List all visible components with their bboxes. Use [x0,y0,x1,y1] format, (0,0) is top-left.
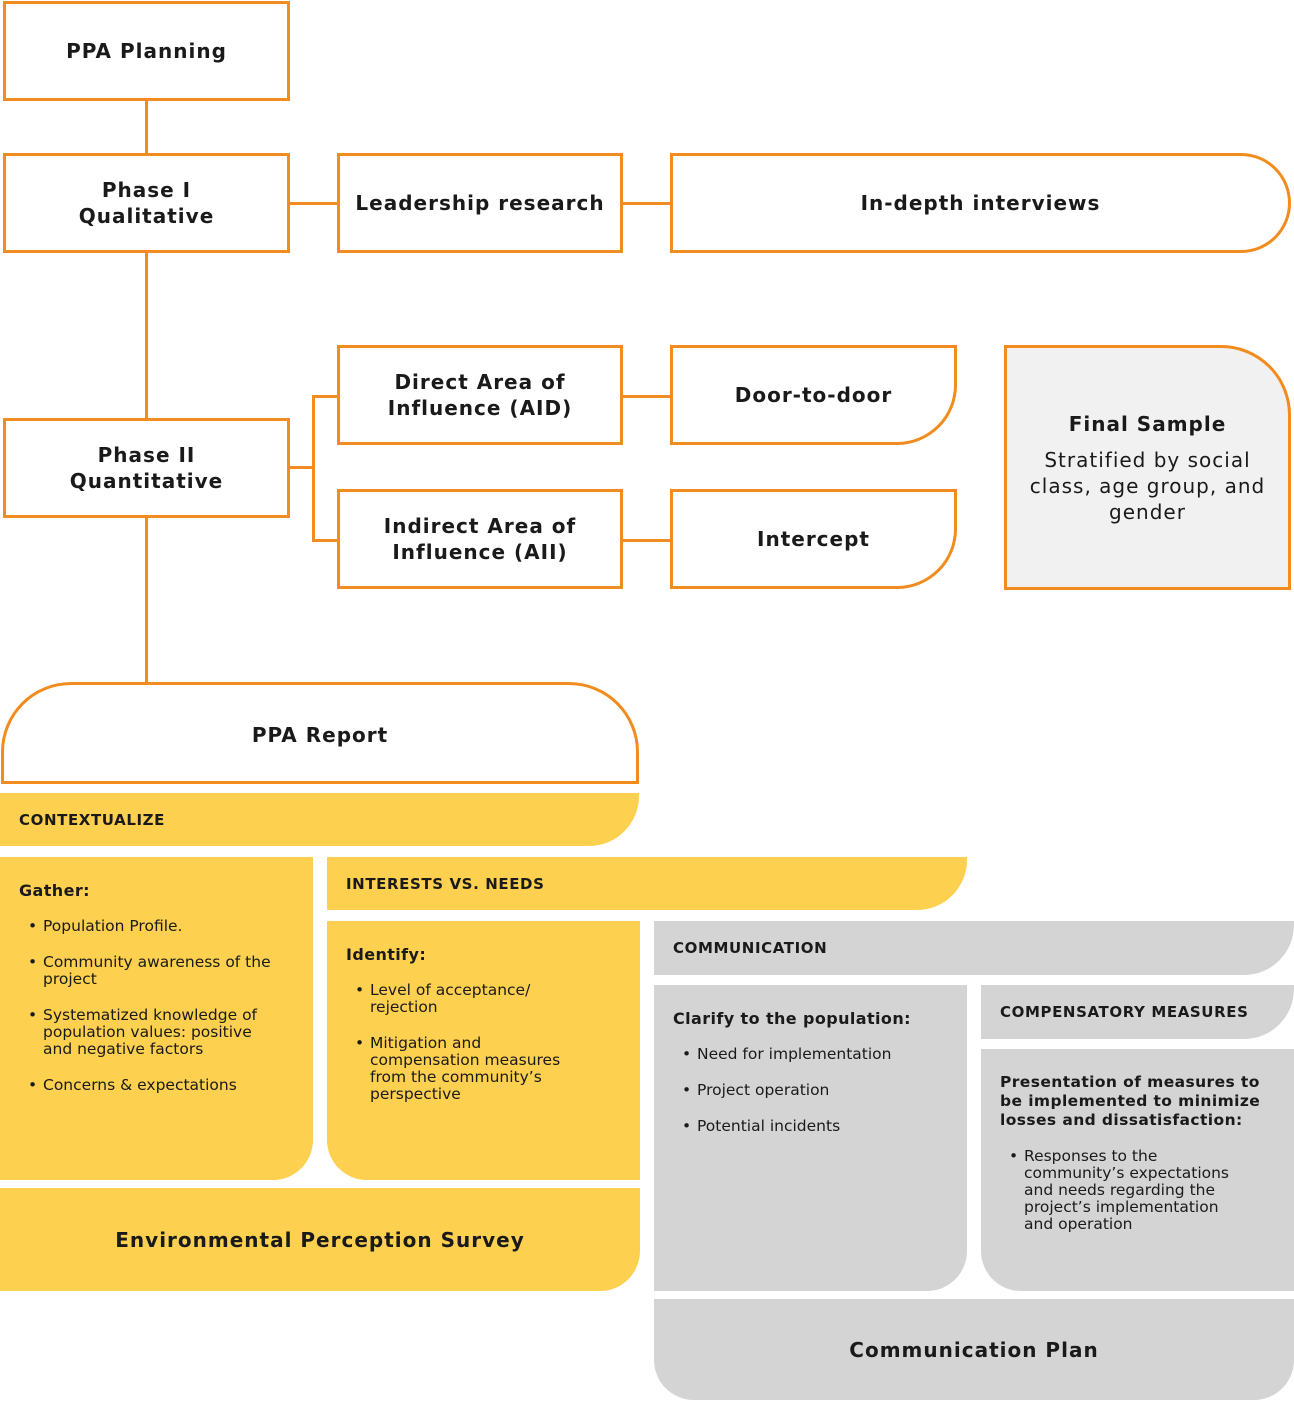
node-phase2: Phase II Quantitative [3,418,290,518]
node-leadership-label: Leadership research [355,191,605,215]
node-phase2-line1: Phase II [97,443,196,467]
interests-panel: Identify: Level of acceptance/ rejection… [327,921,640,1180]
connector-branch-vertical [312,395,315,541]
communication-panel: Clarify to the population: Need for impl… [654,985,967,1291]
interests-heading: Identify: [346,945,427,964]
list-item: Concerns & expectations [28,1077,275,1095]
compensatory-list: Responses to the community’s expectation… [1000,1148,1242,1233]
node-aid-line1: Direct Area of [394,370,566,394]
connector-aii-intercept [623,539,670,542]
list-item: Need for implementation [682,1046,937,1064]
node-phase1-line2: Qualitative [78,204,215,228]
list-item: Potential incidents [682,1118,937,1136]
connector-leadership-indepth [623,202,670,205]
compensatory-panel: Presentation of measures to be implement… [981,1049,1294,1291]
node-in-depth-label: In-depth interviews [860,191,1101,215]
compensatory-heading: Presentation of measures to be implement… [1000,1073,1261,1129]
survey-footer-label: Environmental Perception Survey [115,1227,525,1252]
contextualize-label: CONTEXTUALIZE [19,810,165,829]
node-intercept: Intercept [670,489,957,589]
list-item: Project operation [682,1082,937,1100]
connector-branch-aii [312,539,337,542]
list-item: Systematized knowledge of population val… [28,1007,275,1058]
node-direct-area: Direct Area of Influence (AID) [337,345,623,445]
connector-aid-door [623,395,670,398]
compensatory-banner: COMPENSATORY MEASURES [981,985,1294,1039]
list-item: Community awareness of the project [28,954,275,988]
node-indirect-area: Indirect Area of Influence (AII) [337,489,623,589]
list-item: Responses to the community’s expectation… [1009,1148,1242,1233]
node-aii-line1: Indirect Area of [383,514,577,538]
node-phase1-line1: Phase I [101,178,192,202]
node-door-label: Door-to-door [734,383,893,407]
survey-footer: Environmental Perception Survey [0,1188,640,1291]
node-final-sample: Final Sample Stratified by social class,… [1004,345,1291,590]
connector-phase2-branch [290,466,314,469]
node-phase1: Phase I Qualitative [3,153,290,253]
communication-list: Need for implementation Project operatio… [673,1046,937,1136]
interests-label: INTERESTS VS. NEEDS [346,874,545,893]
interests-banner: INTERESTS VS. NEEDS [327,857,967,910]
contextualize-heading: Gather: [19,881,90,900]
communication-label: COMMUNICATION [673,939,828,957]
interests-list: Level of acceptance/ rejection Mitigatio… [346,982,590,1103]
final-sample-desc: Stratified by social class, age group, a… [1029,447,1266,524]
list-item: Mitigation and compensation measures fro… [355,1035,590,1103]
node-door-to-door: Door-to-door [670,345,957,445]
node-aii-line2: Influence (AII) [392,540,568,564]
node-ppa-planning: PPA Planning [3,1,290,101]
node-ppa-planning-label: PPA Planning [66,39,227,63]
contextualize-list: Population Profile. Community awareness … [19,918,275,1095]
node-phase2-line2: Quantitative [69,469,224,493]
communication-plan-footer: Communication Plan [654,1299,1294,1400]
list-item: Population Profile. [28,918,275,936]
node-aid-line2: Influence (AID) [387,396,573,420]
connector-phase1-leadership [290,202,337,205]
compensatory-label: COMPENSATORY MEASURES [1000,1003,1249,1021]
communication-plan-label: Communication Plan [849,1337,1099,1362]
list-item: Level of acceptance/ rejection [355,982,590,1016]
connector-phase2-report [145,517,148,683]
connector-planning-phase1 [145,101,148,153]
final-sample-title: Final Sample [1068,411,1227,436]
node-ppa-report-label: PPA Report [251,722,389,747]
contextualize-banner: CONTEXTUALIZE [0,793,639,846]
communication-banner: COMMUNICATION [654,921,1294,975]
connector-phase1-phase2 [145,253,148,419]
contextualize-panel: Gather: Population Profile. Community aw… [0,857,313,1180]
node-ppa-report: PPA Report [1,682,639,784]
node-leadership-research: Leadership research [337,153,623,253]
node-in-depth-interviews: In-depth interviews [670,153,1291,253]
node-intercept-label: Intercept [757,527,870,551]
communication-heading: Clarify to the population: [673,1009,911,1028]
connector-branch-aid [312,395,337,398]
ppa-report-base-line [1,781,639,784]
